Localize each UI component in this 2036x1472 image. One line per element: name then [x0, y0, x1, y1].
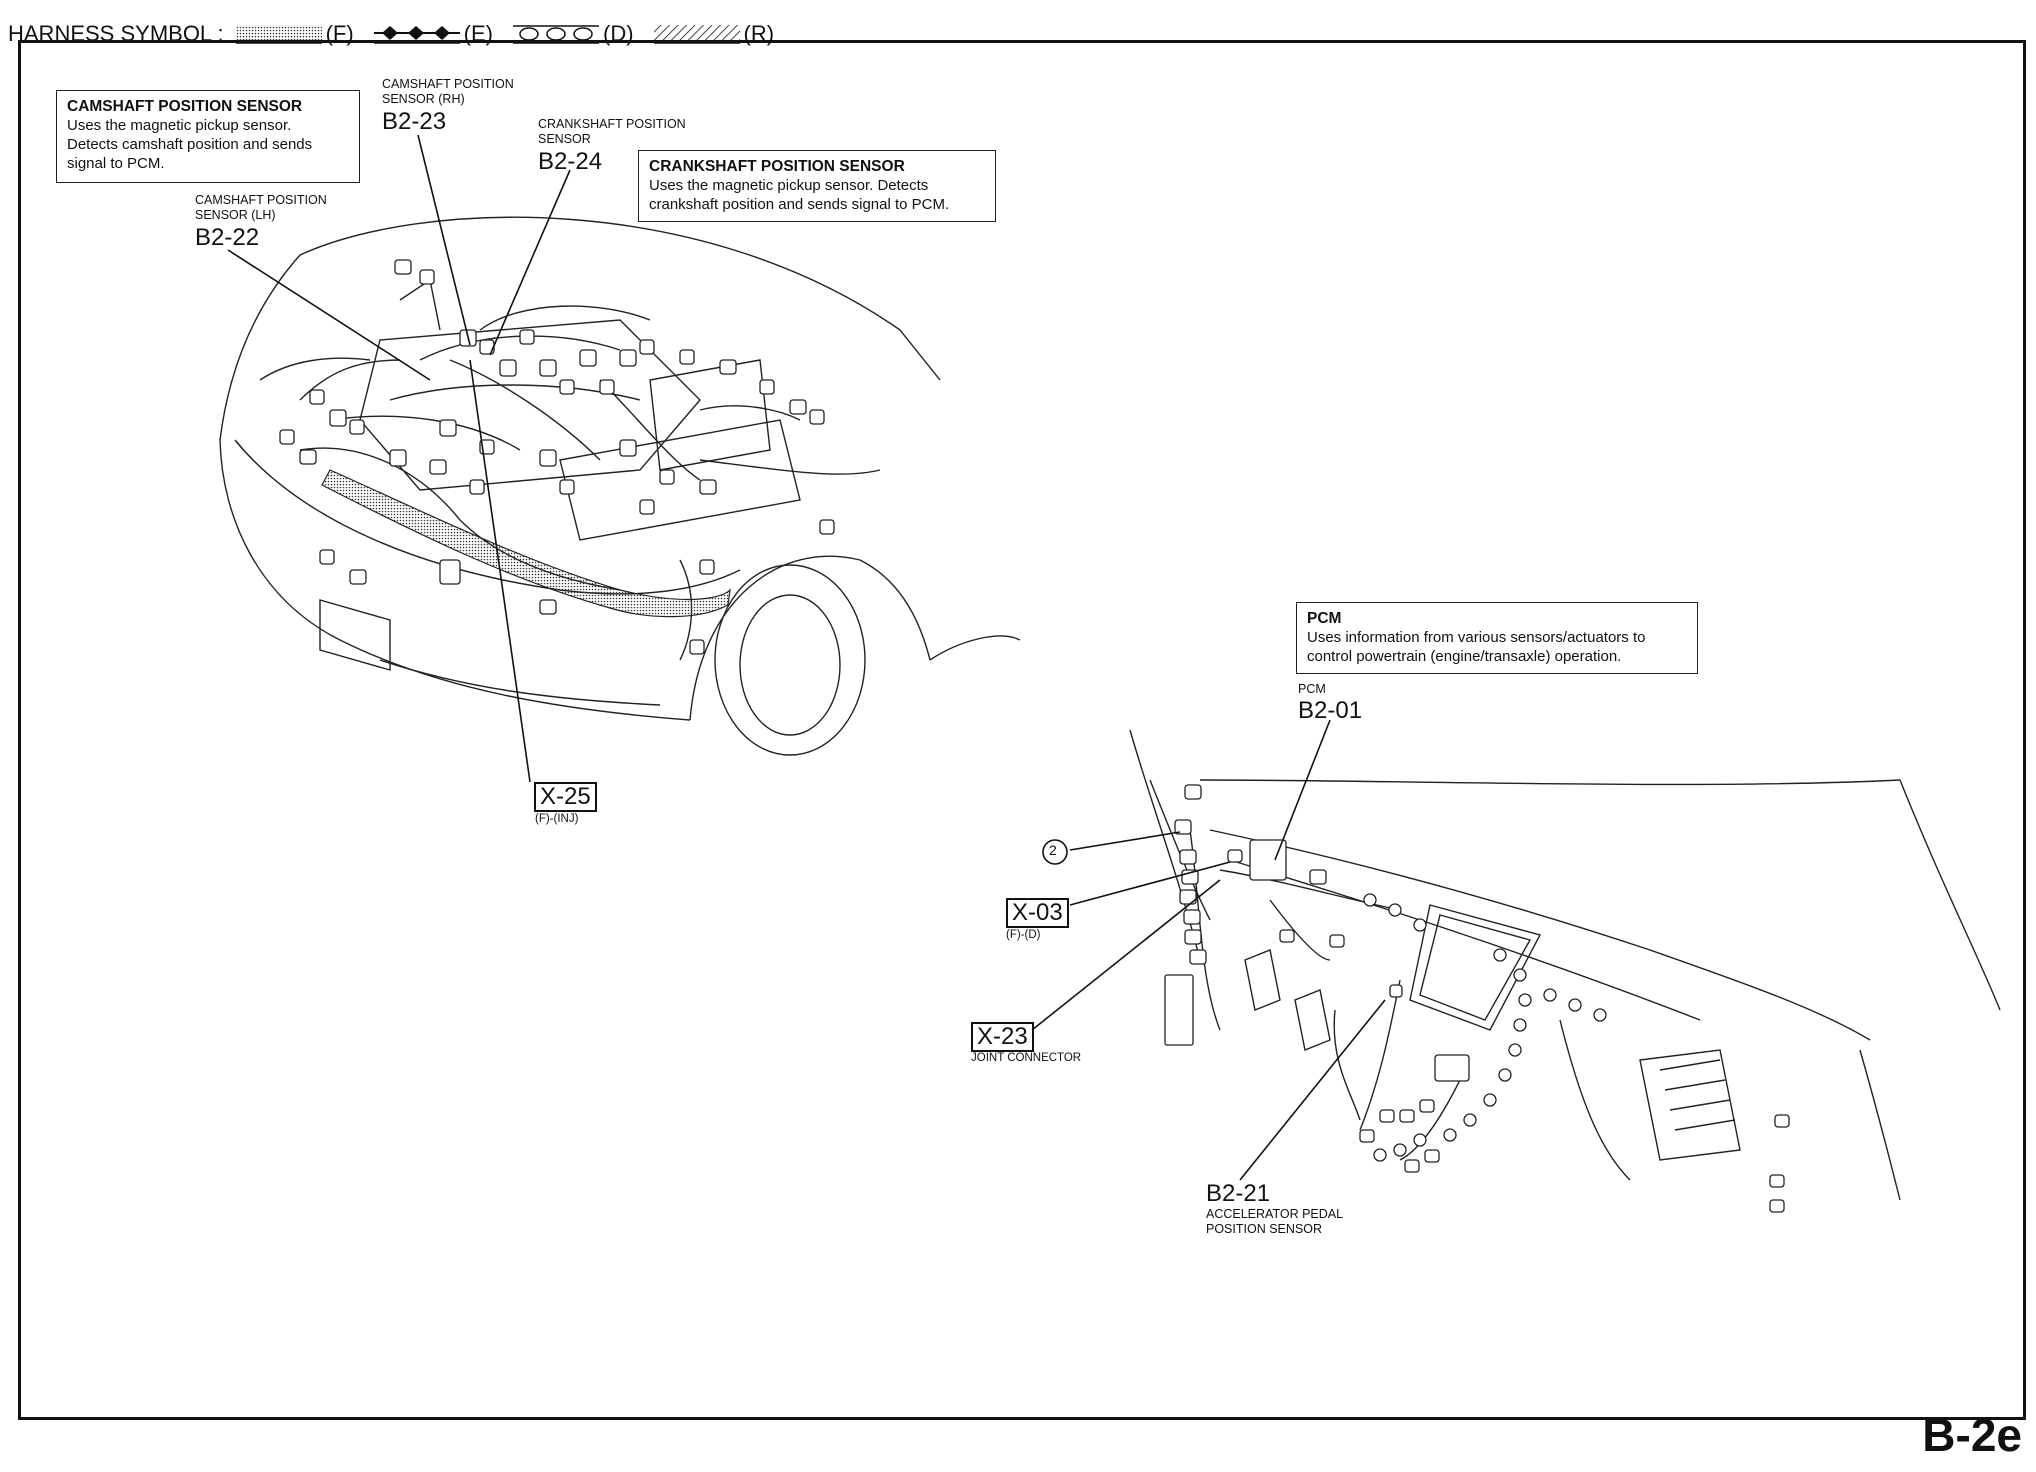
label-ground-number: 2 [1049, 842, 1057, 858]
caption-line: SENSOR [538, 132, 591, 146]
leader-lines [227, 134, 1386, 1181]
label-cmp-lh-caption: CAMSHAFT POSITION SENSOR (LH) [195, 193, 327, 223]
callout-pcm-title: PCM [1307, 610, 1342, 627]
caption-line: ACCELERATOR PEDAL [1206, 1207, 1344, 1221]
ground-point-icon [1042, 839, 1068, 865]
callout-camshaft-line: Uses the magnetic pickup sensor. [67, 117, 292, 134]
label-x25-sub: (F)-(INJ) [535, 813, 579, 825]
label-cmp-rh-code: B2-23 [382, 108, 447, 135]
caption-line: SENSOR (RH) [382, 92, 465, 106]
callout-crankshaft-line: Uses the magnetic pickup sensor. Detects [649, 177, 929, 194]
callout-pcm: PCM Uses information from various sensor… [1296, 602, 1698, 674]
label-pcm-caption: PCM [1298, 682, 1326, 697]
callout-pcm-line: control powertrain (engine/transaxle) op… [1307, 648, 1622, 665]
dotted-pattern-icon [235, 23, 322, 45]
callout-camshaft-line: signal to PCM. [67, 155, 165, 172]
callout-camshaft-line: Detects camshaft position and sends [67, 136, 313, 153]
dash-connectors [1164, 784, 1790, 1213]
label-app-code: B2-21 [1206, 1180, 1271, 1207]
label-ckp-code: B2-24 [538, 148, 603, 175]
caption-line: SENSOR (LH) [195, 208, 276, 222]
label-cmp-lh-code: B2-22 [195, 224, 260, 251]
callout-pcm-line: Uses information from various sensors/ac… [1307, 629, 1646, 646]
label-x23-code: X-23 [971, 1022, 1034, 1052]
dash-harness-circles [1363, 893, 1607, 1162]
label-app-caption: ACCELERATOR PEDAL POSITION SENSOR [1206, 1207, 1343, 1237]
callout-camshaft-title: CAMSHAFT POSITION SENSOR [67, 98, 303, 115]
callout-crankshaft-title: CRANKSHAFT POSITION SENSOR [649, 158, 905, 175]
label-x25-code: X-25 [534, 782, 597, 812]
caption-line: PCM [1298, 682, 1326, 696]
engine-connectors [279, 259, 835, 655]
label-cmp-rh-caption: CAMSHAFT POSITION SENSOR (RH) [382, 77, 514, 107]
label-x03-sub: (F)-(D) [1006, 929, 1041, 941]
callout-crankshaft-sensor: CRANKSHAFT POSITION SENSOR Uses the magn… [638, 150, 996, 222]
caption-line: CAMSHAFT POSITION [382, 77, 514, 91]
label-pcm-code: B2-01 [1298, 697, 1363, 724]
circles-icon [513, 23, 599, 45]
callout-camshaft-sensor: CAMSHAFT POSITION SENSOR Uses the magnet… [56, 90, 360, 183]
diamonds-icon [373, 23, 460, 45]
caption-line: CAMSHAFT POSITION [195, 193, 327, 207]
page-number: B-2e [1922, 1409, 2022, 1461]
label-x03-code: X-03 [1006, 898, 1069, 928]
caption-line: CRANKSHAFT POSITION [538, 117, 686, 131]
label-ckp-caption: CRANKSHAFT POSITION SENSOR [538, 117, 686, 147]
callout-crankshaft-line: crankshaft position and sends signal to … [649, 196, 950, 213]
label-x23-sub: JOINT CONNECTOR [971, 1052, 1082, 1064]
dashboard-drawing [1129, 729, 2001, 1201]
caption-line: POSITION SENSOR [1206, 1222, 1322, 1236]
hatched-pattern-icon [653, 23, 740, 45]
diagram-frame [18, 40, 2026, 1420]
